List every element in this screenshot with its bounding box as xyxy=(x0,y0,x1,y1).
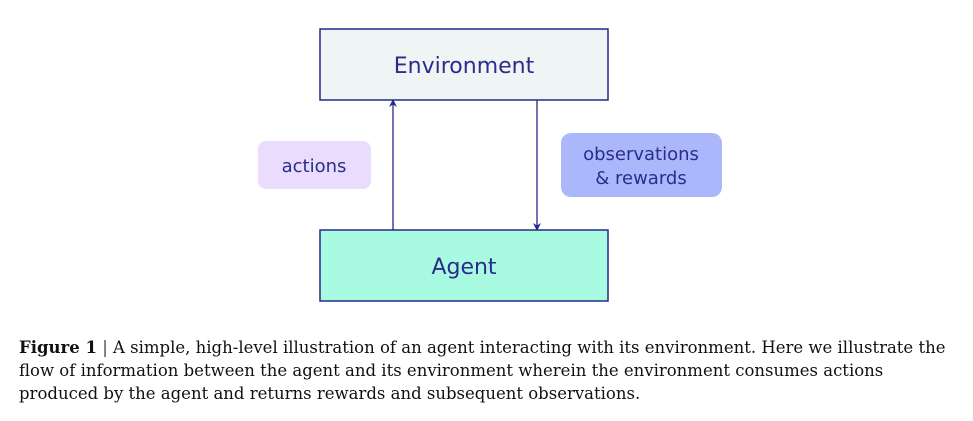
agent-box xyxy=(319,229,609,302)
observations-badge xyxy=(561,133,722,197)
environment-label: Environment xyxy=(394,54,535,79)
agent-environment-diagram: Environment Agent actions observations &… xyxy=(258,28,722,302)
caption-text: A simple, high-level illustration of an … xyxy=(19,338,946,403)
observations-label-line2: & rewards xyxy=(595,168,686,189)
observations-label-line1: observations xyxy=(583,144,699,165)
figure-caption: Figure 1 | A simple, high-level illustra… xyxy=(19,336,959,405)
agent-label: Agent xyxy=(431,255,496,280)
actions-label: actions xyxy=(282,156,347,177)
caption-separator: | xyxy=(102,338,108,357)
actions-badge xyxy=(258,141,371,189)
figure-label: Figure 1 xyxy=(19,338,97,357)
environment-box xyxy=(319,28,609,101)
